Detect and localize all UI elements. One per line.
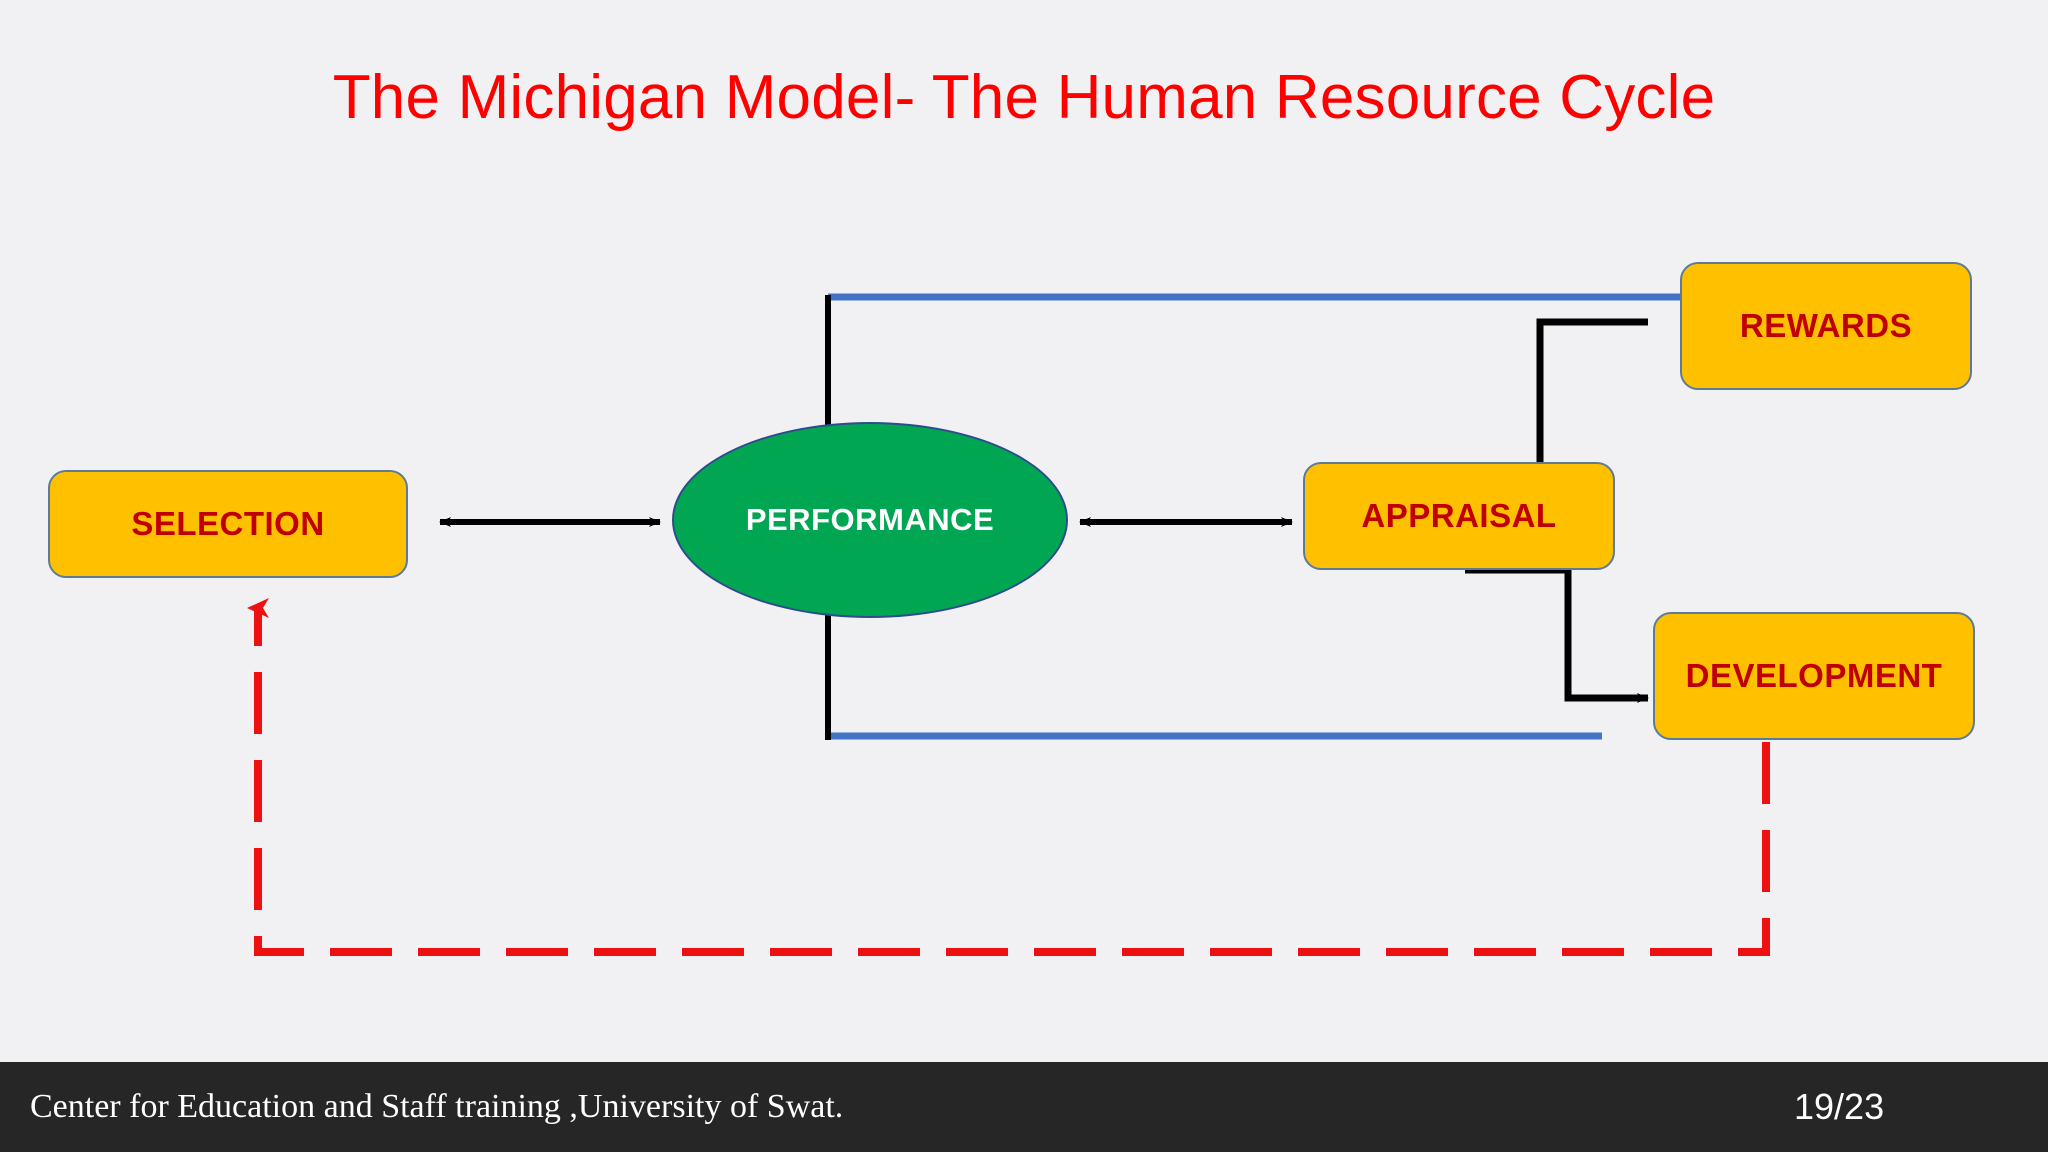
footer-bar: Center for Education and Staff training …: [0, 1062, 2048, 1152]
node-selection[interactable]: SELECTION: [48, 470, 408, 578]
page-title: The Michigan Model- The Human Resource C…: [332, 63, 1716, 132]
node-appraisal[interactable]: APPRAISAL: [1303, 462, 1615, 570]
node-rewards[interactable]: REWARDS: [1680, 262, 1972, 390]
node-development[interactable]: DEVELOPMENT: [1653, 612, 1975, 740]
node-performance[interactable]: PERFORMANCE: [672, 422, 1068, 618]
footer-page-number: 19/23: [1794, 1086, 1885, 1127]
connector-rewards-appraisal: [1536, 318, 1648, 463]
connector-appraisal-development: [1465, 566, 1649, 703]
footer-attribution-text: Center for Education and Staff training …: [30, 1088, 844, 1125]
connector-development-selection-feedback: [247, 598, 1770, 956]
